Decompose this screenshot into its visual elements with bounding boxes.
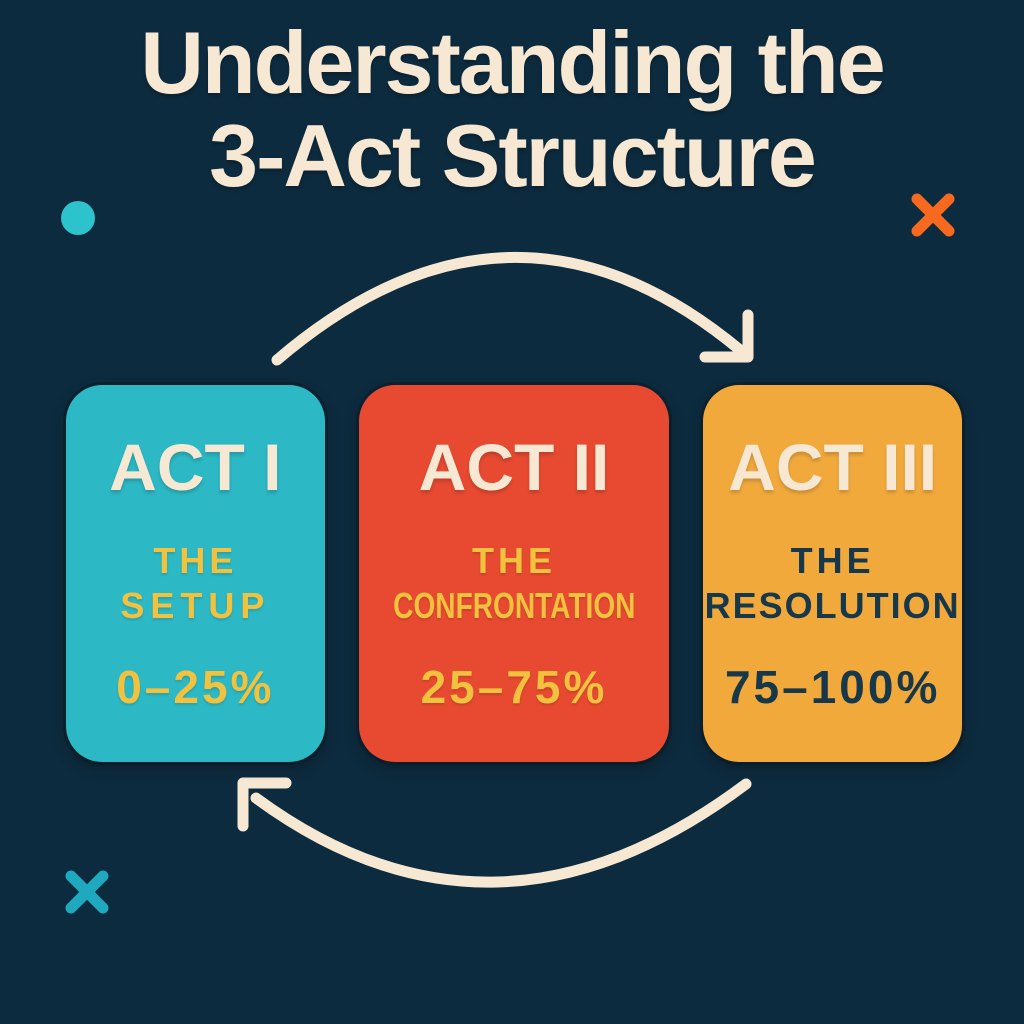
acts-row: ACT I THE SETUP 0–25% ACT II THE CONFRON… xyxy=(66,385,962,762)
act-1-subtitle-line-1: THE xyxy=(153,540,238,581)
act-2-label: ACT II xyxy=(418,430,610,504)
teal-dot-icon xyxy=(61,201,95,235)
act-2-subtitle-line-2: CONFRONTATION xyxy=(392,585,636,626)
act-2-card: ACT II THE CONFRONTATION 25–75% xyxy=(358,385,670,762)
act-2-subtitle: THE CONFRONTATION xyxy=(359,538,670,628)
act-1-subtitle: THE SETUP xyxy=(66,538,325,628)
title-line-1: Understanding the xyxy=(140,13,885,112)
act-2-range: 25–75% xyxy=(420,661,608,713)
act-1-range: 0–25% xyxy=(116,661,275,713)
teal-cross-icon xyxy=(65,870,109,914)
bottom-curved-arrow-icon xyxy=(237,777,752,888)
orange-cross-icon xyxy=(911,193,955,237)
top-curved-arrow-icon xyxy=(271,252,754,366)
act-3-range: 75–100% xyxy=(724,661,941,713)
act-3-card: ACT III THE RESOLUTION 75–100% xyxy=(703,385,962,762)
page-title: Understanding the 3-Act Structure xyxy=(0,16,1024,203)
act-3-label: ACT III xyxy=(728,430,938,504)
act-1-label: ACT I xyxy=(109,430,282,504)
act-3-subtitle: THE RESOLUTION xyxy=(703,538,962,628)
act-1-card: ACT I THE SETUP 0–25% xyxy=(66,385,325,762)
act-3-subtitle-line-2: RESOLUTION xyxy=(704,585,961,626)
act-3-subtitle-line-1: THE xyxy=(790,540,875,581)
title-line-2: 3-Act Structure xyxy=(209,106,817,206)
act-1-subtitle-line-2: SETUP xyxy=(120,585,271,626)
act-2-subtitle-line-1: THE xyxy=(472,540,556,581)
